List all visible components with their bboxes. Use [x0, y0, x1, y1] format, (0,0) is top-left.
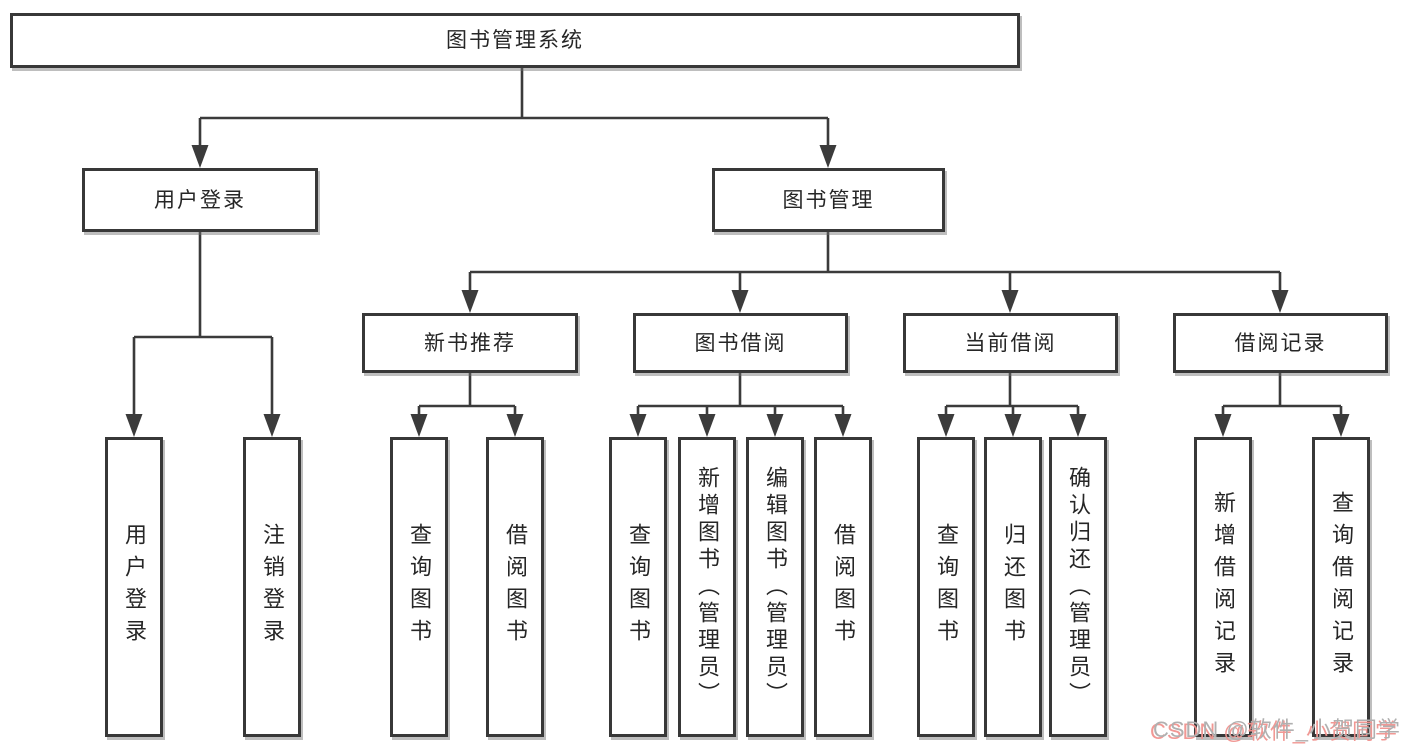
node-root-label: 图书管理系统	[446, 29, 584, 52]
leaf-add-book-admin-label: 新增图书（管理员）	[695, 465, 720, 709]
leaf-query-books-recommend-label: 查询图书	[407, 523, 432, 651]
node-book-management-label: 图书管理	[782, 188, 875, 212]
leaf-edit-book-admin: 编辑图书（管理员）	[746, 437, 804, 737]
leaf-query-books-recommend: 查询图书	[390, 437, 448, 737]
leaf-confirm-return-admin-label: 确认归还（管理员）	[1066, 465, 1091, 709]
leaf-query-borrow-record-label: 查询借阅记录	[1329, 491, 1354, 683]
leaf-return-book-label: 归还图书	[1001, 523, 1026, 651]
leaf-confirm-return-admin: 确认归还（管理员）	[1049, 437, 1107, 737]
node-root: 图书管理系统	[10, 13, 1020, 68]
leaf-add-borrow-record: 新增借阅记录	[1194, 437, 1252, 737]
node-book-management: 图书管理	[712, 168, 945, 232]
node-borrow-records-label: 借阅记录	[1234, 331, 1327, 355]
leaf-edit-book-admin-label: 编辑图书（管理员）	[763, 465, 788, 709]
leaf-borrow-books-borrow: 借阅图书	[814, 437, 872, 737]
leaf-query-borrow-record: 查询借阅记录	[1312, 437, 1370, 737]
leaf-logout-label: 注销登录	[260, 523, 285, 651]
node-current-borrow-label: 当前借阅	[964, 331, 1057, 355]
leaf-add-borrow-record-label: 新增借阅记录	[1211, 491, 1236, 683]
node-current-borrow: 当前借阅	[903, 313, 1118, 373]
leaf-add-book-admin: 新增图书（管理员）	[678, 437, 736, 737]
leaf-query-books-borrow-label: 查询图书	[626, 523, 651, 651]
leaf-user-login: 用户登录	[105, 437, 163, 737]
leaf-return-book: 归还图书	[984, 437, 1042, 737]
leaf-borrow-books-recommend: 借阅图书	[486, 437, 544, 737]
node-new-book-recommend-label: 新书推荐	[424, 331, 516, 355]
leaf-query-books-current-label: 查询图书	[934, 523, 959, 651]
node-user-login-label: 用户登录	[154, 188, 246, 212]
watermark: CSDN @软件_小贺同学	[1152, 717, 1401, 742]
leaf-borrow-books-borrow-label: 借阅图书	[831, 523, 856, 651]
leaf-logout: 注销登录	[243, 437, 301, 737]
leaf-query-books-current: 查询图书	[917, 437, 975, 737]
node-borrow-records: 借阅记录	[1173, 313, 1388, 373]
node-book-borrow-label: 图书借阅	[694, 331, 787, 355]
leaf-borrow-books-recommend-label: 借阅图书	[503, 523, 528, 651]
node-new-book-recommend: 新书推荐	[362, 313, 578, 373]
leaf-user-login-label: 用户登录	[122, 523, 147, 651]
node-book-borrow: 图书借阅	[633, 313, 848, 373]
leaf-query-books-borrow: 查询图书	[609, 437, 667, 737]
node-user-login: 用户登录	[82, 168, 318, 232]
